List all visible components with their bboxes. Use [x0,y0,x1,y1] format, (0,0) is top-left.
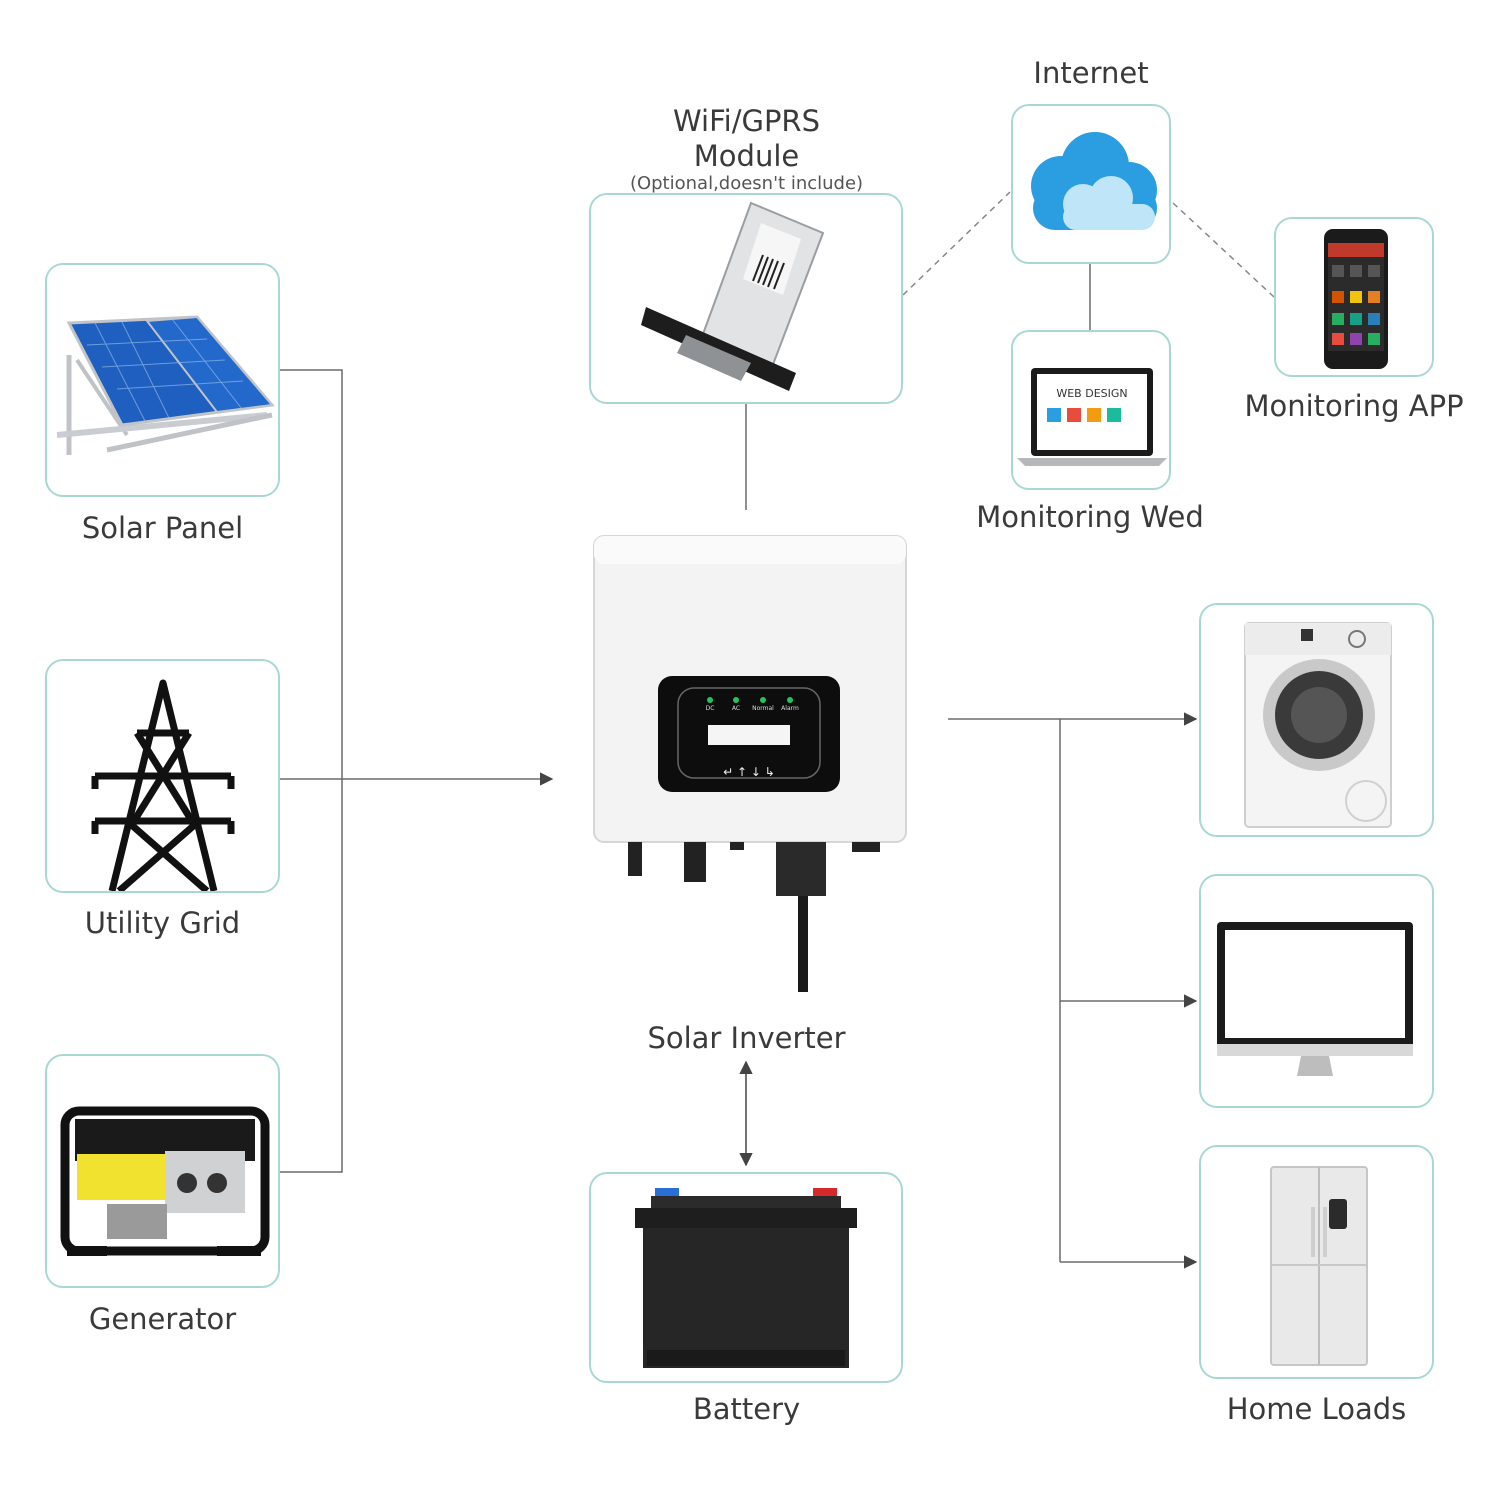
cloud-icon [1031,132,1157,230]
power-tower-icon [91,679,235,891]
solar-panel-icon [56,315,275,455]
solar-inverter-icon: DC AC Normal Alarm ↵ ↑ ↓ ↳ [593,535,907,992]
internet-card [1011,104,1171,264]
smartphone-icon [1324,229,1388,369]
wifi-module-label-line2: Module [693,139,800,173]
wifi-module-label-line1: WiFi/GPRS [672,104,820,138]
battery-label: Battery [692,1392,801,1426]
monitoring-app-label: Monitoring APP [1244,389,1464,423]
monitor-card [1199,874,1434,1108]
utility-grid-card [45,659,280,893]
web-screen-title: WEB DESIGN [1056,387,1127,400]
solar-panel-card [45,263,280,497]
wifi-module-note: (Optional,doesn't include) [629,173,864,194]
battery-icon [635,1188,857,1368]
monitoring-web-label: Monitoring Wed [976,500,1204,534]
led-label-alarm: Alarm [781,705,799,712]
home-loads-label: Home Loads [1226,1392,1407,1426]
washing-machine-icon [1244,622,1392,828]
generator-label: Generator [88,1302,237,1336]
solar-panel-label: Solar Panel [81,511,244,545]
wifi-dongle-icon [641,201,825,391]
utility-grid-label: Utility Grid [84,906,241,940]
wifi-module-card [589,193,903,404]
generator-icon [60,1106,270,1256]
monitor-icon [1217,922,1413,1076]
battery-card [589,1172,903,1383]
generator-card [45,1054,280,1288]
washing-machine-card [1199,603,1434,837]
solar-inverter-label: Solar Inverter [647,1021,846,1055]
refrigerator-icon [1270,1166,1368,1366]
led-label-ac: AC [732,705,740,712]
solar-panel-link [280,369,343,1173]
laptop-icon: WEB DESIGN [1017,368,1167,466]
internet-to-app-link [1172,202,1275,298]
wifi-to-internet-link [902,191,1011,296]
internet-label: Internet [1033,56,1149,90]
refrigerator-card [1199,1145,1434,1379]
inverter-to-loads-bus [948,718,1061,1262]
svg-text:↵ ↑ ↓ ↳: ↵ ↑ ↓ ↳ [723,765,775,779]
led-label-normal: Normal [752,705,774,712]
monitoring-app-card [1274,217,1434,377]
monitoring-web-card: WEB DESIGN [1011,330,1171,490]
led-label-dc: DC [706,705,715,712]
